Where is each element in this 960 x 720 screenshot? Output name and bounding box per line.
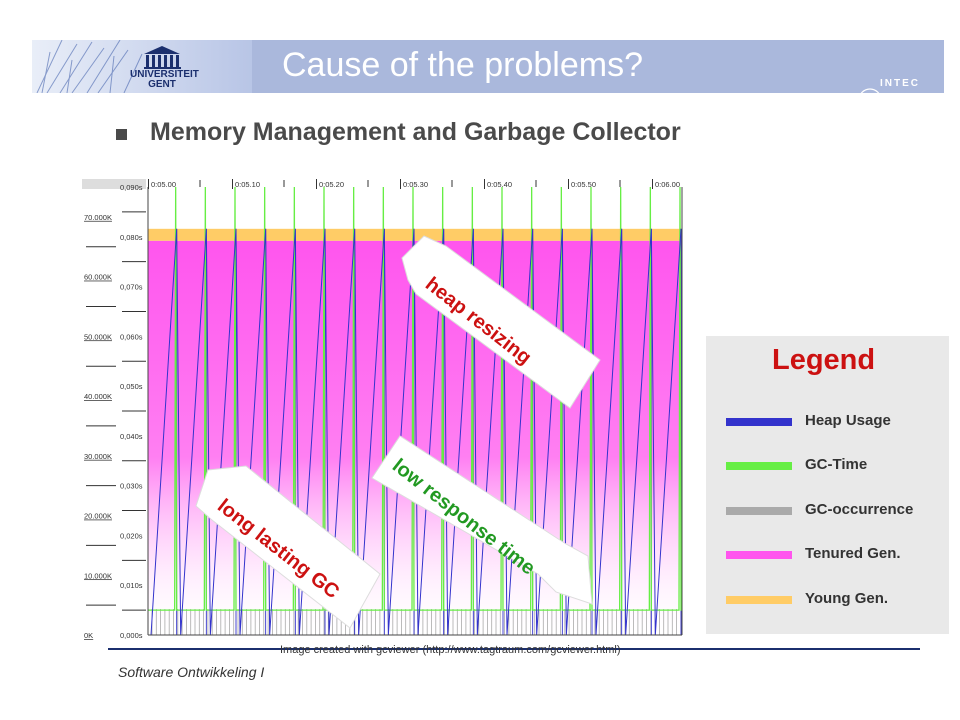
y-left-tick-label: 50.000K: [84, 332, 112, 341]
legend-title: Legend: [772, 344, 876, 376]
grass-pattern: [36, 40, 143, 93]
y-right-tick-label: 0,070s: [120, 283, 143, 292]
legend-label-tenured-gen: Tenured Gen.: [805, 545, 901, 562]
slide-title: Cause of the problems?: [282, 46, 643, 84]
low-response-time-arrow: [371, 435, 593, 605]
legend-swatch-gc-time: [726, 462, 792, 470]
footer-course: Software Ontwikkeling I: [118, 664, 265, 680]
x-tick-label: 0:05.00: [151, 180, 176, 189]
x-tick-label: 0:05.40: [487, 180, 512, 189]
y-left-tick-label: 40.000K: [84, 392, 112, 401]
legend-panel: [706, 336, 949, 634]
footer-rule: [108, 648, 920, 650]
y-right-tick-label: 0,010s: [120, 581, 143, 590]
x-tick-label: 0:05.30: [403, 180, 428, 189]
legend-label-young-gen: Young Gen.: [805, 590, 889, 607]
x-tick-label: 0:06.00: [655, 180, 680, 189]
header-grass-decoration: [32, 40, 252, 93]
legend-label-gc-time: GC-Time: [805, 456, 868, 473]
legend-swatch-heap-usage: [726, 418, 792, 426]
y-right-tick-label: 0,040s: [120, 432, 143, 441]
gc-time-line: [148, 186, 682, 611]
header-banner: [32, 40, 944, 93]
y-left-tick-label: 70.000K: [84, 213, 112, 222]
heap-resizing-arrow: [401, 235, 601, 409]
intec-logo-text: INTEC: [880, 78, 920, 89]
y-left-tick-label: 0K: [84, 631, 93, 640]
bullet-icon: [116, 129, 127, 140]
x-tick-label: 0:05.10: [235, 180, 260, 189]
heap-usage-line: [150, 228, 682, 636]
gc-chart: 70.000K 60.000K 50.000K 40.000K 30.000K 20.00…: [82, 175, 688, 640]
legend-swatch-gc-occurrence: [726, 507, 792, 515]
y-right-tick-label: 0,020s: [120, 531, 143, 540]
image-caption: Image created with gcviewer (http://www.…: [280, 644, 621, 656]
young-gen-area: [148, 228, 682, 241]
legend-label-heap-usage: Heap Usage: [805, 412, 891, 429]
y-right-tick-label: 0,080s: [120, 233, 143, 242]
legend-swatch-tenured-gen: [726, 551, 792, 559]
legend-label-gc-occurrence: GC-occurrence: [805, 501, 914, 518]
y-left-tick-label: 30.000K: [84, 452, 112, 461]
y-right-tick-label: 0,050s: [120, 382, 143, 391]
long-lasting-gc-arrow: [195, 465, 381, 629]
x-tick-label: 0:05.50: [571, 180, 596, 189]
legend-swatch-young-gen: [726, 596, 792, 604]
bullet-text: Memory Management and Garbage Collector: [150, 118, 681, 146]
y-right-tick-label: 0,060s: [120, 332, 143, 341]
y-right-tick-label: 0,030s: [120, 482, 143, 491]
y-right-tick-label: 0,000s: [120, 631, 143, 640]
y-right-tick-label: 0,090s: [120, 183, 143, 192]
chart-corner-box: [82, 179, 146, 189]
y-left-tick-label: 20.000K: [84, 512, 112, 521]
university-logo-icon: [144, 46, 181, 69]
intec-logo-graphic: [860, 88, 880, 93]
x-tick-label: 0:05.20: [319, 180, 344, 189]
y-left-tick-label: 60.000K: [84, 273, 112, 282]
y-left-tick-label: 10.000K: [84, 571, 112, 580]
